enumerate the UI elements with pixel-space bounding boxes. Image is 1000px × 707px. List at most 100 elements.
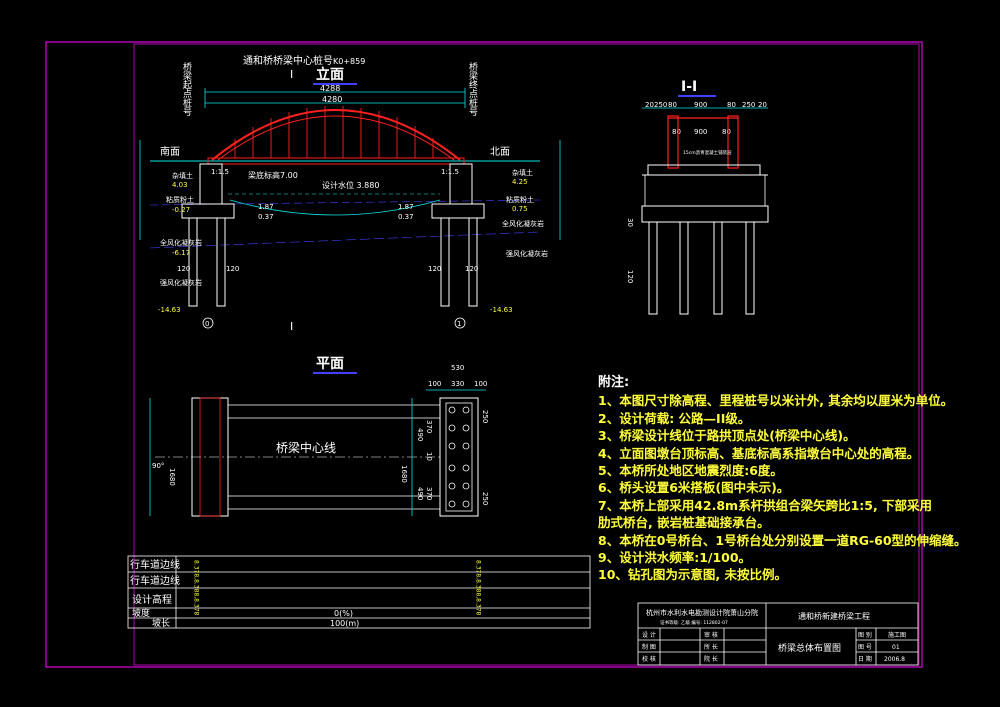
elevation-view: 通和桥桥梁中心桩号 K0+859 I 立面 桥梁起点桩号 桥梁终点桩号 4288… — [139, 54, 561, 333]
sec-dim-2: 80 — [668, 101, 677, 109]
abut-v-1: 370 — [425, 420, 433, 433]
soil-silt-left: 粘质粉土 — [166, 195, 194, 204]
dim-top-outer: 4288 — [320, 84, 340, 93]
abut-v-0: 250 — [481, 410, 489, 423]
deck-note: 15cm沥青混凝土铺装层 — [683, 149, 732, 156]
dim-top-inner: 4280 — [322, 95, 342, 104]
note-item-6: 6、桥头设置6米搭板(图中未示)。 — [598, 480, 790, 496]
station-label: 通和桥桥梁中心桩号 — [243, 54, 333, 67]
section-mark-bottom: I — [290, 320, 293, 333]
dim-187-right: 1.87 — [398, 203, 414, 211]
level-right-1: 4.25 — [512, 178, 528, 186]
plan-title: 平面 — [316, 356, 344, 372]
note-item-7: 7、本桥上部采用42.8m系杆拱组合梁矢跨比1:5, 下部采用 — [598, 497, 933, 513]
profile-val-right: 8.378,8.388,8.378 — [475, 560, 482, 616]
arch-rib — [211, 109, 461, 161]
tb-right-3: 日 期 — [858, 655, 872, 663]
sec-dim-inner-1: 900 — [694, 128, 707, 136]
soil-rock-left: 全风化凝灰岩 — [160, 238, 202, 247]
plan-view: 平面 桥梁中心线 1680 90° 530 100 330 100 1680 2… — [149, 356, 489, 517]
profile-row-1: 行车道边线 — [130, 558, 180, 571]
profile-row-3: 设计高程 — [132, 593, 172, 606]
soil-silt-right: 粘质粉土 — [506, 195, 534, 204]
outer-border — [45, 41, 923, 668]
profile-length: 100(m) — [330, 619, 359, 628]
tb-mid-1: 审 核 — [704, 631, 718, 639]
tb-stage: 施工图 — [888, 631, 906, 639]
sec-dim-0: 20 — [645, 101, 654, 109]
profile-slope: 0(%) — [334, 609, 353, 618]
note-item-3: 3、桥梁设计线位于路拱顶点处(桥梁中心线)。 — [598, 428, 856, 444]
abut-dim-530: 530 — [451, 364, 464, 372]
tb-drawing: 桥梁总体布置图 — [778, 642, 841, 654]
pier-0: 0 — [205, 320, 209, 328]
soil-rock-right: 全风化凝灰岩 — [502, 219, 544, 228]
north-label: 北面 — [490, 146, 510, 158]
abut-v-2: 490 — [416, 428, 424, 441]
tb-mid-2: 所 长 — [704, 643, 718, 651]
left-vertical-label: 桥梁起点桩号 — [181, 61, 192, 117]
elevation-title: 立面 — [316, 66, 344, 83]
tb-row-1: 设 计 — [642, 631, 656, 639]
title-block: 杭州市水利水电勘测设计院萧山分院 证书等级: 乙级 编号: 112802-07 … — [637, 602, 919, 666]
note-item-8: 肋式桥台, 嵌岩桩基础接承台。 — [598, 515, 770, 531]
notes-block: 附注: 1、本图尺寸除高程、里程桩号以米计外, 其余均以厘米为单位。 2、设计荷… — [598, 374, 993, 584]
note-item-11: 10、钻孔图为示意图, 未按比例。 — [598, 567, 787, 583]
design-water-label: 设计水位 3.880 — [322, 180, 379, 190]
abut-v-5: 370 — [425, 487, 433, 500]
dim-187-left: 1.87 — [258, 203, 274, 211]
inner-border — [133, 43, 920, 666]
plan-angle: 90° — [152, 462, 164, 470]
section-view: I-I 20 250 80 900 80 250 20 80 900 80 15… — [626, 79, 769, 315]
right-vertical-label: 桥梁终点桩号 — [467, 61, 478, 117]
notes-title: 附注: — [598, 375, 630, 390]
soil-fill-left: 杂填土 — [172, 171, 193, 180]
level-left-1: 4.03 — [172, 181, 188, 189]
tb-row-3: 校 核 — [642, 655, 656, 663]
level-left-3: -6.17 — [172, 249, 190, 257]
plan-dim-1680: 1680 — [168, 468, 176, 486]
profile-row-5: 坡长 — [152, 617, 170, 629]
note-item-10: 9、设计洪水频率:1/100。 — [598, 550, 752, 566]
slope-right: 1:1.5 — [441, 168, 459, 176]
level-left-4: -14.63 — [158, 306, 181, 314]
soil-fill-right: 杂填土 — [512, 168, 533, 177]
centerline-label: 桥梁中心线 — [276, 440, 336, 455]
sec-dim-3: 900 — [694, 101, 707, 109]
section-title: I-I — [681, 79, 697, 95]
tb-cert: 证书等级: 乙级 编号: 112802-07 — [660, 619, 728, 626]
station-value: K0+859 — [333, 57, 365, 66]
abut-height: 1680 — [400, 465, 408, 483]
sec-dim-6: 20 — [758, 101, 767, 109]
soil-weathered-right: 强风化凝灰岩 — [506, 249, 548, 258]
abut-v-6: 250 — [481, 492, 489, 505]
note-item-9: 8、本桥在0号桥台、1号桥台处分别设置一道RG-60型的伸缩缝。 — [598, 532, 967, 548]
level-right-3: -14.63 — [490, 306, 513, 314]
abut-dim-330: 330 — [451, 380, 464, 388]
beam-bottom-label: 梁底标高7.00 — [248, 170, 298, 180]
level-right-2: 0.75 — [512, 205, 528, 213]
soil-weathered-left: 强风化凝灰岩 — [160, 278, 202, 287]
level-left-2: -0.27 — [172, 206, 190, 214]
note-item-1: 1、本图尺寸除高程、里程桩号以米计外, 其余均以厘米为单位。 — [598, 393, 954, 409]
dim-037-right: 0.37 — [398, 213, 414, 221]
dim-120-right: 120 — [428, 265, 441, 273]
note-item-4: 4、立面图墩台顶标高、基底标高系指墩台中心处的高程。 — [598, 445, 920, 461]
note-item-2: 2、设计荷载: 公路—II级。 — [598, 410, 751, 426]
sec-side-120: 120 — [626, 270, 634, 283]
sec-dim-inner-2: 80 — [722, 128, 731, 136]
section-mark-top: I — [290, 68, 293, 81]
tb-right-2: 图 号 — [858, 644, 872, 651]
slope-left: 1:1.5 — [211, 168, 229, 176]
dim-120-right2: 120 — [465, 265, 478, 273]
sec-dim-1: 250 — [654, 101, 667, 109]
abut-v-3: 10 — [425, 452, 433, 461]
dim-120-left: 120 — [177, 265, 190, 273]
tb-mid-3: 院 长 — [704, 655, 718, 663]
tb-date: 2006.8 — [884, 656, 905, 663]
profile-val-left: 8.378,8.388,8.378 — [193, 560, 200, 616]
profile-row-4: 坡度 — [132, 607, 150, 619]
profile-row-2: 行车道边线 — [130, 574, 180, 587]
sec-dim-5: 250 — [742, 101, 755, 109]
